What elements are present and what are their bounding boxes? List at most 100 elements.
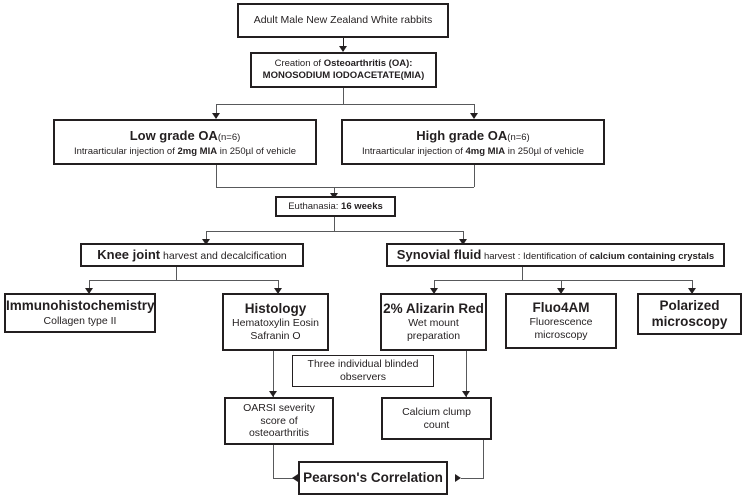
arrowhead-pearson-left xyxy=(292,474,298,482)
node-rabbits-label: Adult Male New Zealand White rabbits xyxy=(253,14,433,27)
connector-synovial-stem xyxy=(522,267,523,280)
high-grade-title: High grade OA xyxy=(416,128,508,144)
ihc-title: Immunohistochemistry xyxy=(6,298,155,314)
arrowhead-calcium-count xyxy=(462,391,470,397)
fluo4am-sub1: Fluorescence xyxy=(529,316,593,329)
arrowhead-oa-creation xyxy=(339,46,347,52)
low-grade-desc-c: in 250µl of vehicle xyxy=(217,145,296,157)
arrowhead-fluo4am xyxy=(557,288,565,294)
connector-alizarin-to-calcium xyxy=(466,351,467,397)
calcium-count-line1: Calcium clump xyxy=(402,405,471,418)
low-grade-title: Low grade OA xyxy=(129,128,218,144)
connector-fluo4am-drop xyxy=(561,280,562,293)
fluo4am-sub2: microscopy xyxy=(534,329,588,342)
connector-calcium-to-pearson-v xyxy=(483,440,484,478)
high-grade-n: (n=6) xyxy=(507,132,530,144)
node-synovial-fluid[interactable]: Synovial fluid harvest : Identification … xyxy=(386,243,725,267)
connector-euthanasia-stem xyxy=(334,187,335,197)
euthanasia-prefix: Euthanasia: xyxy=(288,200,342,212)
node-pearson-correlation[interactable]: Pearson's Correlation xyxy=(298,461,448,495)
alizarin-sub1: Wet mount xyxy=(408,317,459,330)
node-calcium-clump-count[interactable]: Calcium clump count xyxy=(381,397,492,440)
connector-synovial-drop xyxy=(463,231,464,244)
node-polarized-microscopy[interactable]: Polarized microscopy xyxy=(637,293,742,335)
connector-oa-stem xyxy=(343,88,344,104)
node-oa-creation-line2: MONOSODIUM IODOACETATE(MIA) xyxy=(262,70,425,81)
polarized-title1: Polarized xyxy=(659,297,720,313)
node-oarsi-score[interactable]: OARSI severity score of osteoarthritis xyxy=(224,397,334,445)
arrowhead-histology xyxy=(274,288,282,294)
node-knee-joint[interactable]: Knee joint harvest and decalcification xyxy=(80,243,304,267)
node-immunohistochemistry[interactable]: Immunohistochemistry Collagen type II xyxy=(4,293,156,333)
high-grade-desc-b: 4mg MIA xyxy=(465,145,506,157)
euthanasia-value: 16 weeks xyxy=(341,200,383,212)
connector-histology-drop xyxy=(278,280,279,293)
node-oa-creation[interactable]: Creation of Osteoarthritis (OA): MONOSOD… xyxy=(250,52,437,88)
connector-oa-fork-bar xyxy=(216,104,474,105)
polarized-title2: microscopy xyxy=(651,314,728,329)
fluo4am-title: Fluo4AM xyxy=(532,299,590,315)
connector-high-merge-drop xyxy=(474,165,475,187)
histology-sub1: Hematoxylin Eosin xyxy=(232,317,319,330)
oa-creation-prefix: Creation of xyxy=(274,58,324,70)
node-high-grade-oa[interactable]: High grade OA(n=6) Intraarticular inject… xyxy=(341,119,605,165)
connector-low-merge-drop xyxy=(216,165,217,187)
connector-oa-right-drop xyxy=(474,104,475,118)
synovial-fluid-bold: Synovial fluid xyxy=(396,247,482,263)
knee-joint-label: Knee joint harvest and decalcification xyxy=(82,245,302,265)
connector-rabbits-to-oa xyxy=(343,38,344,51)
connector-euth-stem-down xyxy=(334,217,335,231)
low-grade-desc-b: 2mg MIA xyxy=(177,145,218,157)
arrowhead-oarsi xyxy=(269,391,277,397)
arrowhead-low-grade xyxy=(212,113,220,119)
low-grade-title-row: Low grade OA(n=6) xyxy=(55,126,315,146)
connector-histology-to-oarsi xyxy=(273,351,274,397)
connector-calcium-to-pearson-h xyxy=(461,478,484,479)
node-histology[interactable]: Histology Hematoxylin Eosin Safranin O xyxy=(222,293,329,351)
oa-creation-bold: Osteoarthritis (OA): xyxy=(323,58,413,70)
connector-polarized-drop xyxy=(692,280,693,293)
connector-alizarin-drop xyxy=(434,280,435,293)
node-euthanasia[interactable]: Euthanasia: 16 weeks xyxy=(275,196,396,217)
pearson-label: Pearson's Correlation xyxy=(303,469,443,485)
node-alizarin-red[interactable]: 2% Alizarin Red Wet mount preparation xyxy=(380,293,487,351)
observers-line2: observers xyxy=(339,371,387,383)
connector-knee-stem xyxy=(176,267,177,280)
oarsi-line2: score of xyxy=(260,414,298,427)
node-rabbits[interactable]: Adult Male New Zealand White rabbits xyxy=(237,3,449,38)
node-low-grade-oa[interactable]: Low grade OA(n=6) Intraarticular injecti… xyxy=(53,119,317,165)
oarsi-line1: OARSI severity xyxy=(243,401,315,414)
high-grade-desc-a: Intraarticular injection of xyxy=(362,145,466,157)
connector-ihc-drop xyxy=(89,280,90,293)
connector-knee-drop xyxy=(206,231,207,244)
synovial-fluid-mid: harvest : Identification of xyxy=(481,251,590,263)
arrowhead-synovial-fluid xyxy=(459,239,467,245)
high-grade-desc: Intraarticular injection of 4mg MIA in 2… xyxy=(343,146,603,158)
connector-oa-left-drop xyxy=(216,104,217,118)
histology-title: Histology xyxy=(244,300,307,316)
connector-harvest-fork-bar xyxy=(206,231,463,232)
arrowhead-pearson-right xyxy=(455,474,461,482)
connector-oarsi-to-pearson-v xyxy=(273,445,274,478)
arrowhead-high-grade xyxy=(470,113,478,119)
connector-synovial-fork-bar xyxy=(434,280,693,281)
node-oa-creation-line1: Creation of Osteoarthritis (OA): xyxy=(252,58,435,70)
synovial-fluid-label: Synovial fluid harvest : Identification … xyxy=(388,245,723,265)
synovial-fluid-bold2: calcium containing crystals xyxy=(589,251,715,263)
euthanasia-label: Euthanasia: 16 weeks xyxy=(277,201,394,213)
histology-sub2: Safranin O xyxy=(250,330,301,343)
node-blinded-observers[interactable]: Three individual blinded observers xyxy=(292,355,434,387)
low-grade-desc-a: Intraarticular injection of xyxy=(74,145,178,157)
low-grade-n: (n=6) xyxy=(217,132,241,144)
arrowhead-ihc xyxy=(85,288,93,294)
low-grade-desc: Intraarticular injection of 2mg MIA in 2… xyxy=(55,146,315,158)
arrowhead-alizarin xyxy=(430,288,438,294)
arrowhead-knee-joint xyxy=(202,239,210,245)
node-fluo4am[interactable]: Fluo4AM Fluorescence microscopy xyxy=(505,293,617,349)
connector-merge-bar xyxy=(216,187,474,188)
calcium-count-line2: count xyxy=(423,418,450,431)
alizarin-sub2: preparation xyxy=(406,330,461,343)
arrowhead-polarized xyxy=(688,288,696,294)
connector-knee-fork-bar xyxy=(89,280,279,281)
